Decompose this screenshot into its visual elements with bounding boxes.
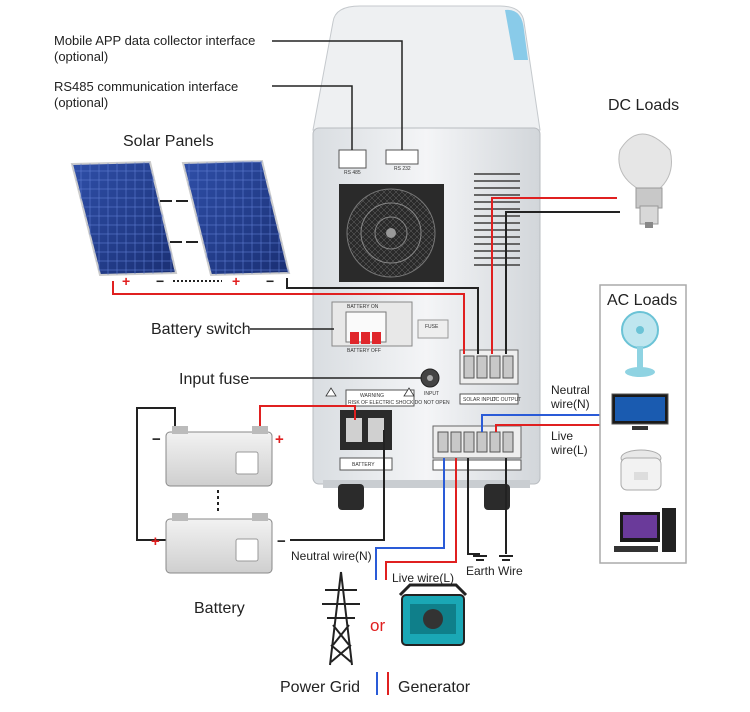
battery-link-wire [136,407,176,541]
light-bulb-icon [618,133,672,228]
neutral-wire-bottom-label: Neutral wire(N) [291,549,372,563]
solar-dc-terminal-block: SOLAR INPUT DC OUTPUT [459,349,521,405]
polarity-signs: + − + − − + + − [122,273,286,550]
battery-bottom-minus: − [277,533,286,550]
solar-panel-left [70,160,178,277]
rs232-port-label: RS 232 [394,166,411,172]
warning-label: WARNING RISK OF ELECTRIC SHOCK DO NOT OP… [325,387,450,407]
panel-series-links [160,200,222,282]
earth-wire-1 [467,458,480,555]
neutral-wire-label-line2: wire(N) [550,397,590,411]
solar-positive-wire [112,281,465,354]
neutral-wire-label-line1: Neutral [551,383,590,397]
input-fuse-label: Input fuse [179,371,249,388]
generator-label: Generator [398,679,471,696]
battery-switch: BATTERY ON BATTERY OFF [331,301,413,354]
solar-panel-right [181,159,291,277]
rice-cooker-icon [620,449,662,491]
rs485-label-line1: RS485 communication interface [54,79,238,94]
solar-left-plus: + [122,273,130,289]
earth-wire-label: Earth Wire [466,564,523,578]
battery-bottom [165,513,273,574]
dc-load-negative-wire [505,211,620,354]
solar-right-minus: − [266,273,274,289]
power-grid-label: Power Grid [280,679,360,696]
battery-switch-label: Battery switch [151,321,251,338]
solar-left-minus: − [156,273,164,289]
battery-negative-wire [290,430,385,541]
battery-top-minus: − [152,431,161,448]
ac-terminal-block [432,425,522,471]
ac-output-live-wire [495,424,630,432]
wires [112,40,630,695]
mobile-app-label-line2: (optional) [54,49,108,64]
inverter-unit: RS 485 RS 232 BATTERY ON [312,5,541,510]
dc-output-label: DC OUTPUT [492,397,521,403]
rs232-port [385,149,419,165]
rs485-port [338,149,367,169]
vent-slots [474,173,520,266]
battery-terminal-label: BATTERY [352,462,375,468]
live-wire-label-line2: wire(L) [550,443,588,457]
generator-icon [398,583,468,646]
battery-on-label: BATTERY ON [347,304,379,310]
wheel [484,484,510,510]
live-wire-bottom-label: Live wire(L) [392,571,454,585]
input-fuse: FUSE INPUT [417,319,449,397]
rs485-leader-line [272,85,353,150]
solar-negative-wire [286,278,479,354]
mobile-app-label-line1: Mobile APP data collector interface [54,33,255,48]
warning-subtext: RISK OF ELECTRIC SHOCK DO NOT OPEN [348,400,450,406]
battery-top-plus: + [275,431,284,448]
cooling-fan-icon [339,184,444,282]
solar-panels-label: Solar Panels [123,133,214,150]
battery-bottom-plus: + [151,533,160,550]
ac-input-live-wire [385,458,457,580]
ac-input-neutral-wire [375,458,445,580]
live-wire-label-line1: Live [551,429,573,443]
rs485-label-line2: (optional) [54,95,108,110]
battery-off-label: BATTERY OFF [347,348,381,354]
fan-icon [621,311,659,377]
dc-load-positive-wire [491,197,617,354]
or-label: or [370,616,385,635]
solar-right-plus: + [232,273,240,289]
television-icon [611,393,669,430]
transmission-tower-icon [322,571,360,666]
fuse-input-label: INPUT [424,391,439,397]
rs485-port-label: RS 485 [344,170,361,176]
battery-top [165,426,273,487]
dc-loads-label: DC Loads [608,97,679,114]
wheel [338,484,364,510]
fuse-label: FUSE [425,324,439,330]
battery-terminal-block: BATTERY [339,410,393,471]
ac-loads-label: AC Loads [607,292,677,309]
solar-input-label: SOLAR INPUT [463,397,496,403]
battery-label: Battery [194,600,245,617]
mobile-app-leader-line [272,40,403,150]
warning-text: WARNING [360,393,384,399]
desktop-computer-icon [614,508,676,552]
ac-output-neutral-wire [481,414,630,432]
battery-positive-wire [259,405,356,433]
